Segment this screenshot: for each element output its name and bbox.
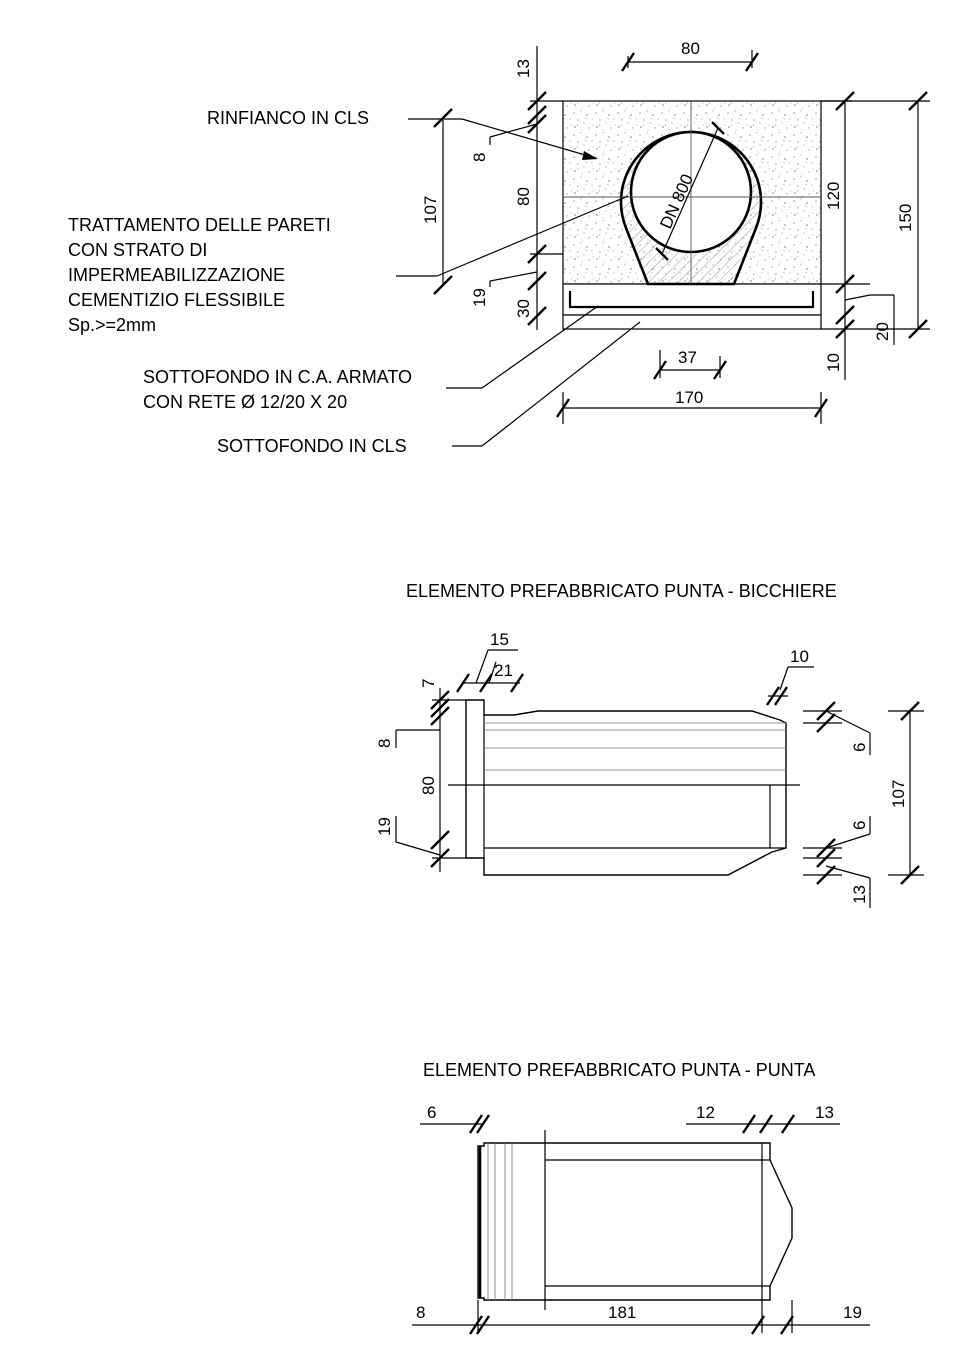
dim-left-80: 80 — [514, 187, 533, 206]
punta-dim-19: 19 — [843, 1303, 862, 1322]
punta-title: ELEMENTO PREFABBRICATO PUNTA - PUNTA — [423, 1060, 815, 1080]
dim-bottom-170: 170 — [675, 388, 703, 407]
bicchiere-dim-7: 7 — [419, 679, 438, 688]
dim-right-150: 150 — [896, 204, 915, 232]
label-trattamento-3: IMPERMEABILIZZAZIONE — [68, 265, 285, 285]
bicchiere-dim-21: 21 — [494, 661, 513, 680]
base-slab-cls — [562, 314, 822, 330]
label-trattamento-1: TRATTAMENTO DELLE PARETI — [68, 215, 331, 235]
base-slab-ca — [562, 283, 822, 316]
bicchiere-dim-19: 19 — [375, 817, 394, 836]
bicchiere-outline — [465, 699, 787, 876]
bicchiere-dim-107: 107 — [889, 780, 908, 808]
bicchiere-dim-15: 15 — [490, 630, 509, 649]
punta-dim-12: 12 — [696, 1103, 715, 1122]
dn-diameter-line — [661, 127, 719, 255]
punta-dim-8: 8 — [416, 1303, 425, 1322]
bicchiere-dim-10: 10 — [790, 647, 809, 666]
punta-dim-13: 13 — [815, 1103, 834, 1122]
dim-left-19: 19 — [470, 288, 489, 307]
label-sottofondo-ca-2: CON RETE Ø 12/20 X 20 — [143, 392, 347, 412]
dim-left-107: 107 — [421, 196, 440, 224]
bicchiere-dim-8: 8 — [375, 739, 394, 748]
dim-left-8: 8 — [470, 153, 489, 162]
dim-bottom-37: 37 — [678, 348, 697, 367]
rebar-mesh — [568, 291, 815, 309]
label-trattamento-2: CON STRATO DI — [68, 240, 207, 260]
label-trattamento-4: CEMENTIZIO FLESSIBILE — [68, 290, 285, 310]
label-trattamento-5: Sp.>=2mm — [68, 315, 156, 335]
bicchiere-dim-6a: 6 — [850, 743, 869, 752]
dim-right-120: 120 — [824, 182, 843, 210]
dim-right-10: 10 — [824, 353, 843, 372]
label-sottofondo-cls: SOTTOFONDO IN CLS — [217, 436, 407, 456]
label-sottofondo-ca-1: SOTTOFONDO IN C.A. ARMATO — [143, 367, 412, 387]
bicchiere-dim-13: 13 — [850, 885, 869, 904]
label-rinfianco: RINFIANCO IN CLS — [207, 108, 369, 128]
punta-dim-6: 6 — [427, 1103, 436, 1122]
punta-dim-181: 181 — [608, 1303, 636, 1322]
dim-left-30: 30 — [514, 299, 533, 318]
bicchiere-element: ELEMENTO PREFABBRICATO PUNTA - BICCHIERE… — [375, 581, 924, 908]
bicchiere-dim-6b: 6 — [850, 821, 869, 830]
punta-outline — [477, 1142, 793, 1301]
punta-element: ELEMENTO PREFABBRICATO PUNTA - PUNTA 6 1… — [412, 1060, 870, 1335]
dim-right-20: 20 — [873, 322, 892, 341]
bicchiere-dim-80: 80 — [419, 776, 438, 795]
dim-top-80: 80 — [681, 39, 700, 58]
dim-left-13: 13 — [514, 59, 533, 78]
cross-section: DN 800 RINFIANCO IN CLS TRATTAMENTO DELL… — [68, 39, 930, 456]
bicchiere-title: ELEMENTO PREFABBRICATO PUNTA - BICCHIERE — [406, 581, 837, 601]
